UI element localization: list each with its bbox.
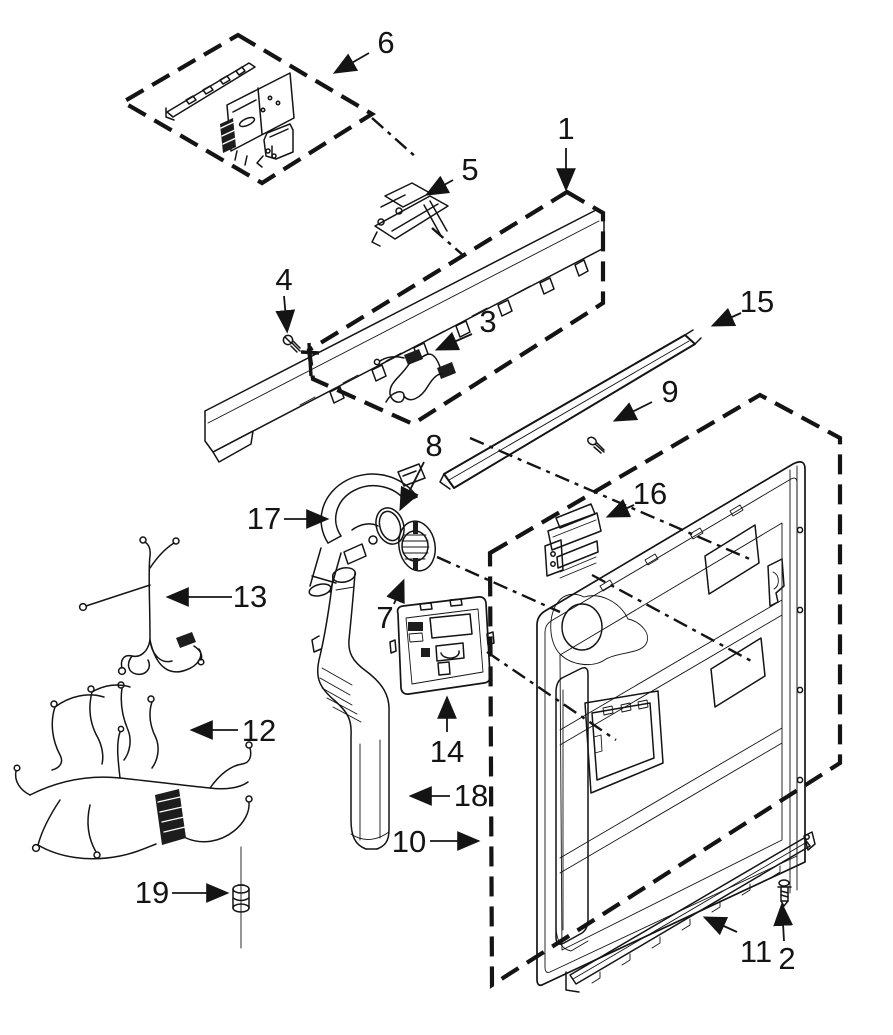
part-shape-13-harness: [78, 536, 205, 676]
part-shape-4-screw: [282, 334, 301, 353]
callout-15: 15: [710, 284, 774, 327]
callout-5: 5: [424, 152, 479, 196]
callout-label-13: 13: [233, 579, 267, 614]
assembly-box-6: [118, 32, 377, 186]
callout-label-6: 6: [377, 25, 394, 60]
part-shape-19-pin: [232, 846, 250, 949]
assembly-box-1-corner-mark: [300, 342, 320, 377]
part-shape-11-bottom-trim: [565, 831, 816, 993]
callout-19: 19: [135, 875, 230, 910]
assembly-box-10: [487, 392, 843, 989]
alignment-leaders: [371, 117, 756, 741]
part-shape-3-wire: [373, 349, 456, 403]
callout-4: 4: [275, 262, 296, 334]
callout-label-14: 14: [430, 734, 464, 769]
part-shape-5-latch: [371, 182, 449, 247]
callout-1: 1: [556, 111, 576, 192]
callout-18: 18: [408, 778, 488, 813]
callout-7: 7: [376, 578, 405, 635]
callout-label-15: 15: [740, 284, 774, 319]
part-shape-6-console: [220, 72, 295, 166]
part-shape-16-bracket: [544, 503, 602, 579]
callout-label-8: 8: [425, 428, 442, 463]
part-shape-17-vent: [308, 463, 426, 597]
callout-11: 11: [702, 916, 772, 969]
callout-label-18: 18: [454, 778, 488, 813]
part-shape-14-dispenser: [389, 596, 495, 695]
callout-label-17: 17: [247, 501, 281, 536]
assembly-box-1: [306, 189, 606, 427]
part-shape-8-seal: [375, 507, 405, 545]
part-shape-9-screw: [586, 436, 605, 454]
part-shape-15-trim-strip: [439, 329, 702, 490]
part-shape-6-bracket-rail: [165, 62, 256, 121]
callout-3: 3: [434, 304, 497, 351]
callout-label-12: 12: [242, 713, 276, 748]
part-shape-18-duct: [311, 566, 390, 850]
part-shape-10-door-panel: [536, 461, 806, 987]
callout-label-10: 10: [392, 824, 426, 859]
callout-9: 9: [612, 374, 679, 422]
callout-8: 8: [399, 428, 443, 512]
callout-10: 10: [392, 824, 481, 859]
callout-label-19: 19: [135, 875, 169, 910]
callout-label-7: 7: [376, 600, 393, 635]
callout-13: 13: [165, 579, 267, 614]
callout-12: 12: [189, 713, 276, 748]
callout-label-9: 9: [661, 374, 678, 409]
callout-label-2: 2: [778, 941, 795, 976]
callout-6: 6: [332, 25, 395, 74]
part-shape-1-control-panel: [204, 208, 605, 463]
callout-label-4: 4: [275, 262, 292, 297]
callout-16: 16: [605, 476, 667, 518]
callout-label-5: 5: [461, 152, 478, 187]
callout-14: 14: [430, 695, 464, 769]
part-shape-2-screw: [777, 879, 792, 907]
part-shape-6-small-bracket: [256, 123, 294, 168]
callout-label-11: 11: [740, 934, 772, 969]
callouts: 1 2 3 4 5 6 7 8: [135, 25, 796, 976]
part-shape-12-harness: [13, 681, 253, 860]
callout-label-1: 1: [557, 111, 574, 146]
callout-2: 2: [773, 902, 796, 976]
callout-label-16: 16: [633, 476, 667, 511]
callout-17: 17: [247, 501, 330, 536]
part-shape-7-grille: [397, 520, 437, 572]
callout-label-3: 3: [479, 304, 496, 339]
